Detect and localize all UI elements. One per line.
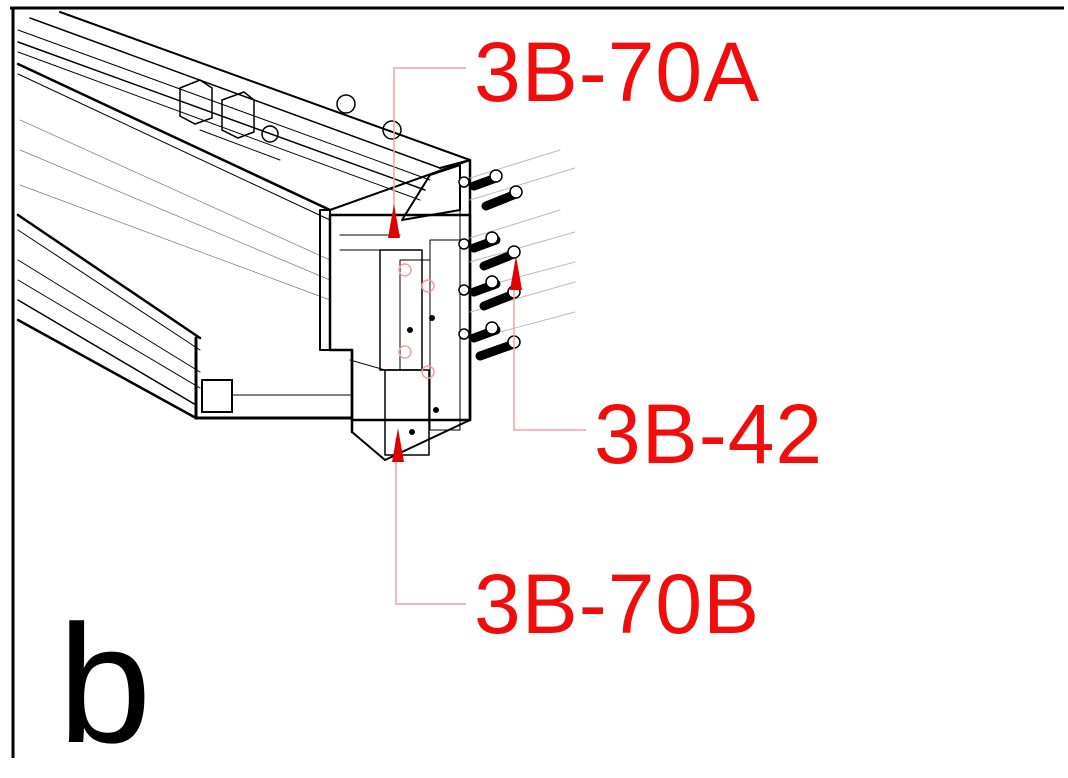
leader-3b-42 — [513, 282, 586, 431]
leader-3b-70b — [395, 438, 466, 605]
leader-3b-70a — [393, 67, 466, 232]
end-bracket-assembly — [319, 158, 472, 461]
figure-frame: 3B-70A 3B-42 3B-70B b — [10, 6, 1064, 768]
arrowhead-3b-70a — [388, 204, 400, 238]
leader-lines — [393, 67, 586, 605]
callout-label-3b-70b: 3B-70B — [474, 557, 761, 651]
figure-border — [10, 6, 1064, 758]
bolts — [458, 149, 576, 361]
arrowhead-3b-70b — [392, 428, 404, 462]
callout-label-3b-42: 3B-42 — [594, 387, 824, 481]
arrowheads — [388, 204, 522, 462]
callout-label-3b-70a: 3B-70A — [474, 25, 761, 119]
panel-label: b — [58, 590, 152, 778]
technical-drawing — [10, 6, 1064, 758]
arrowhead-3b-42 — [510, 256, 522, 290]
beam-extrusion — [16, 11, 471, 420]
